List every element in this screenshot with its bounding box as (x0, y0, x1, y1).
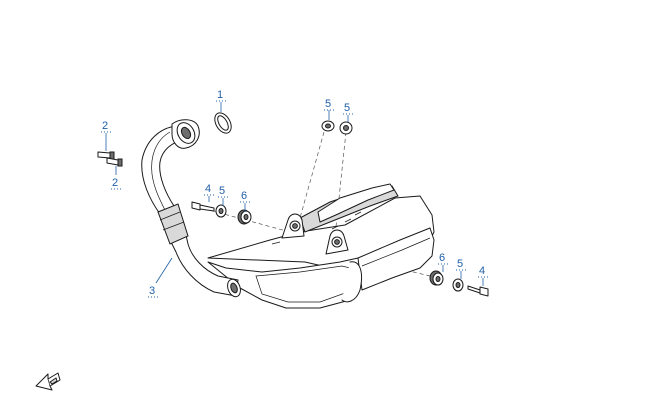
callout-3: 3 (149, 285, 155, 297)
muffler-assembly (207, 183, 435, 309)
washer-top-right (339, 121, 353, 135)
washer-left (215, 204, 227, 218)
bolt-left (191, 201, 215, 212)
stud-bolt-lower (106, 157, 123, 167)
mount-bracket-left (281, 213, 305, 239)
callout-5-left: 5 (219, 185, 225, 197)
rubber-grommet-right (429, 270, 444, 286)
mount-bracket-right (325, 229, 349, 255)
callout-5-top-right: 5 (344, 102, 350, 114)
front-arrow-icon (35, 372, 61, 391)
bolt-right (467, 285, 489, 297)
leader-lines (101, 100, 488, 298)
callout-4-right: 4 (479, 265, 485, 277)
callout-6-right: 6 (439, 252, 445, 264)
callout-2-lower: 2 (112, 177, 118, 189)
callout-4-left: 4 (205, 183, 211, 195)
washer-top-left (321, 120, 335, 132)
callout-1: 1 (217, 89, 223, 101)
exhaust-pipe (141, 119, 241, 298)
stud-bolt-upper (97, 151, 115, 160)
callout-6-left: 6 (241, 190, 247, 202)
callout-5-right: 5 (457, 258, 463, 270)
callout-labels: 1 2 2 3 4 4 5 5 5 5 6 6 (102, 89, 485, 297)
washer-right (452, 278, 464, 292)
exhaust-gasket (214, 112, 232, 134)
vent-slots (271, 211, 362, 245)
callout-5-top-left: 5 (325, 98, 331, 110)
callout-2-upper: 2 (102, 120, 108, 132)
rubber-grommet-left (237, 209, 252, 225)
